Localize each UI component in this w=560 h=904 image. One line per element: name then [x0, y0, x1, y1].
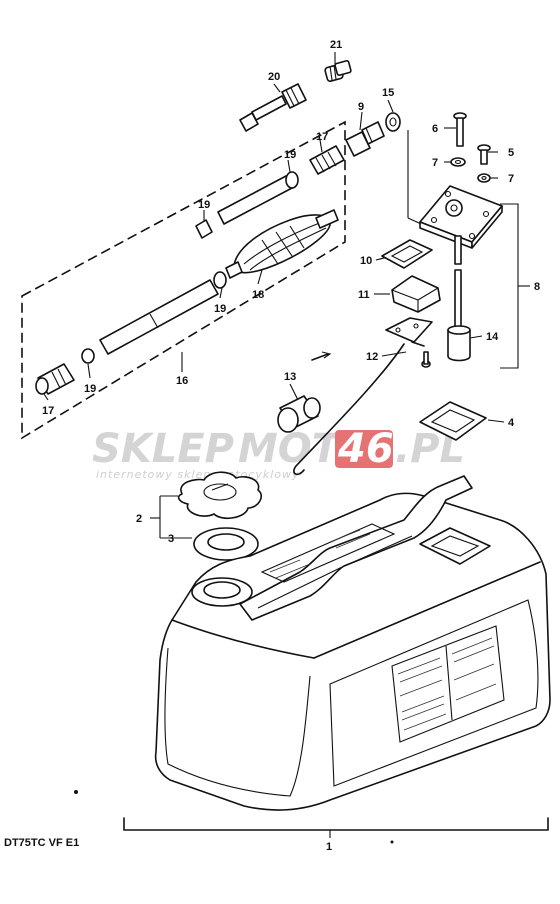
part-12-bracket: [385, 317, 433, 368]
part-13-filter: [277, 395, 321, 433]
callout-19-upper-left: 19: [198, 199, 210, 211]
part-11-cover: [391, 275, 441, 313]
watermark-number-badge: [335, 430, 393, 468]
callout-17-lower: 17: [42, 405, 54, 417]
callout-labels: 21 20 9 15 17 19 19 18 19 19 17 16 6 7 5…: [42, 39, 540, 853]
part-14-float: [447, 325, 471, 362]
part-7-washer-a: [450, 157, 466, 167]
part-17-lower-connector: [35, 363, 75, 395]
lower-hose: [81, 271, 227, 364]
part-8-gauge-plate: [419, 185, 503, 249]
part-2-fuel-cap: [177, 471, 263, 520]
pickup-wire: [293, 343, 405, 476]
print-speck: [74, 790, 78, 794]
callout-19-upper-right: 19: [284, 149, 296, 161]
orientation-arrow: [311, 351, 332, 361]
callout-20: 20: [268, 71, 280, 83]
callout-16: 16: [176, 375, 188, 387]
part-18-primer-bulb: [225, 209, 339, 279]
part-4-gasket: [419, 401, 487, 441]
callout-5: 5: [508, 147, 514, 159]
callout-8: 8: [534, 281, 540, 293]
part-9-fitting: [345, 121, 385, 157]
callout-19-lower-left: 19: [84, 383, 96, 395]
callout-9: 9: [358, 101, 364, 113]
callout-6: 6: [432, 123, 438, 135]
callout-1: 1: [326, 841, 332, 853]
callout-4: 4: [508, 417, 515, 429]
part-8-float-rod: [454, 235, 462, 329]
part-7-washer-b: [477, 173, 491, 183]
callout-18: 18: [252, 289, 264, 301]
part-3-cap-gasket: [193, 527, 259, 561]
callout-7-left: 7: [432, 157, 438, 169]
diagram-title: DT75TC VF E1: [4, 837, 79, 849]
upper-hose: [195, 171, 299, 239]
callout-14: 14: [486, 331, 499, 343]
callout-3: 3: [168, 533, 174, 545]
callout-2: 2: [136, 513, 142, 525]
callout-10: 10: [360, 255, 372, 267]
watermark-brand-part1: SKLEP: [92, 426, 234, 472]
part-5-screw: [477, 144, 491, 165]
watermark-brand-number: 46: [337, 426, 394, 472]
callout-12: 12: [366, 351, 378, 363]
callout-11: 11: [358, 289, 370, 301]
part-10-gasket: [381, 239, 433, 269]
fuel-line-group-outline: [21, 120, 346, 440]
part-17-upper-connector: [309, 145, 345, 175]
callout-19-lower-right: 19: [214, 303, 226, 315]
callout-13: 13: [284, 371, 296, 383]
warning-label-text-lines: [397, 637, 497, 731]
callout-21: 21: [330, 39, 342, 51]
watermark: SKLEP MOTO 46 .PL internetowy sklep moto…: [92, 426, 465, 481]
part-21-connector: [324, 60, 352, 82]
part-6-bolt: [453, 112, 467, 147]
leader-lines: [43, 52, 549, 838]
part-15-washer: [385, 112, 401, 132]
part-20-connector: [239, 83, 307, 132]
callout-7-right: 7: [508, 173, 514, 185]
part-1-fuel-tank: [154, 475, 551, 811]
callout-17-upper: 17: [316, 131, 328, 143]
callout-15: 15: [382, 87, 394, 99]
print-speck: [390, 840, 394, 844]
